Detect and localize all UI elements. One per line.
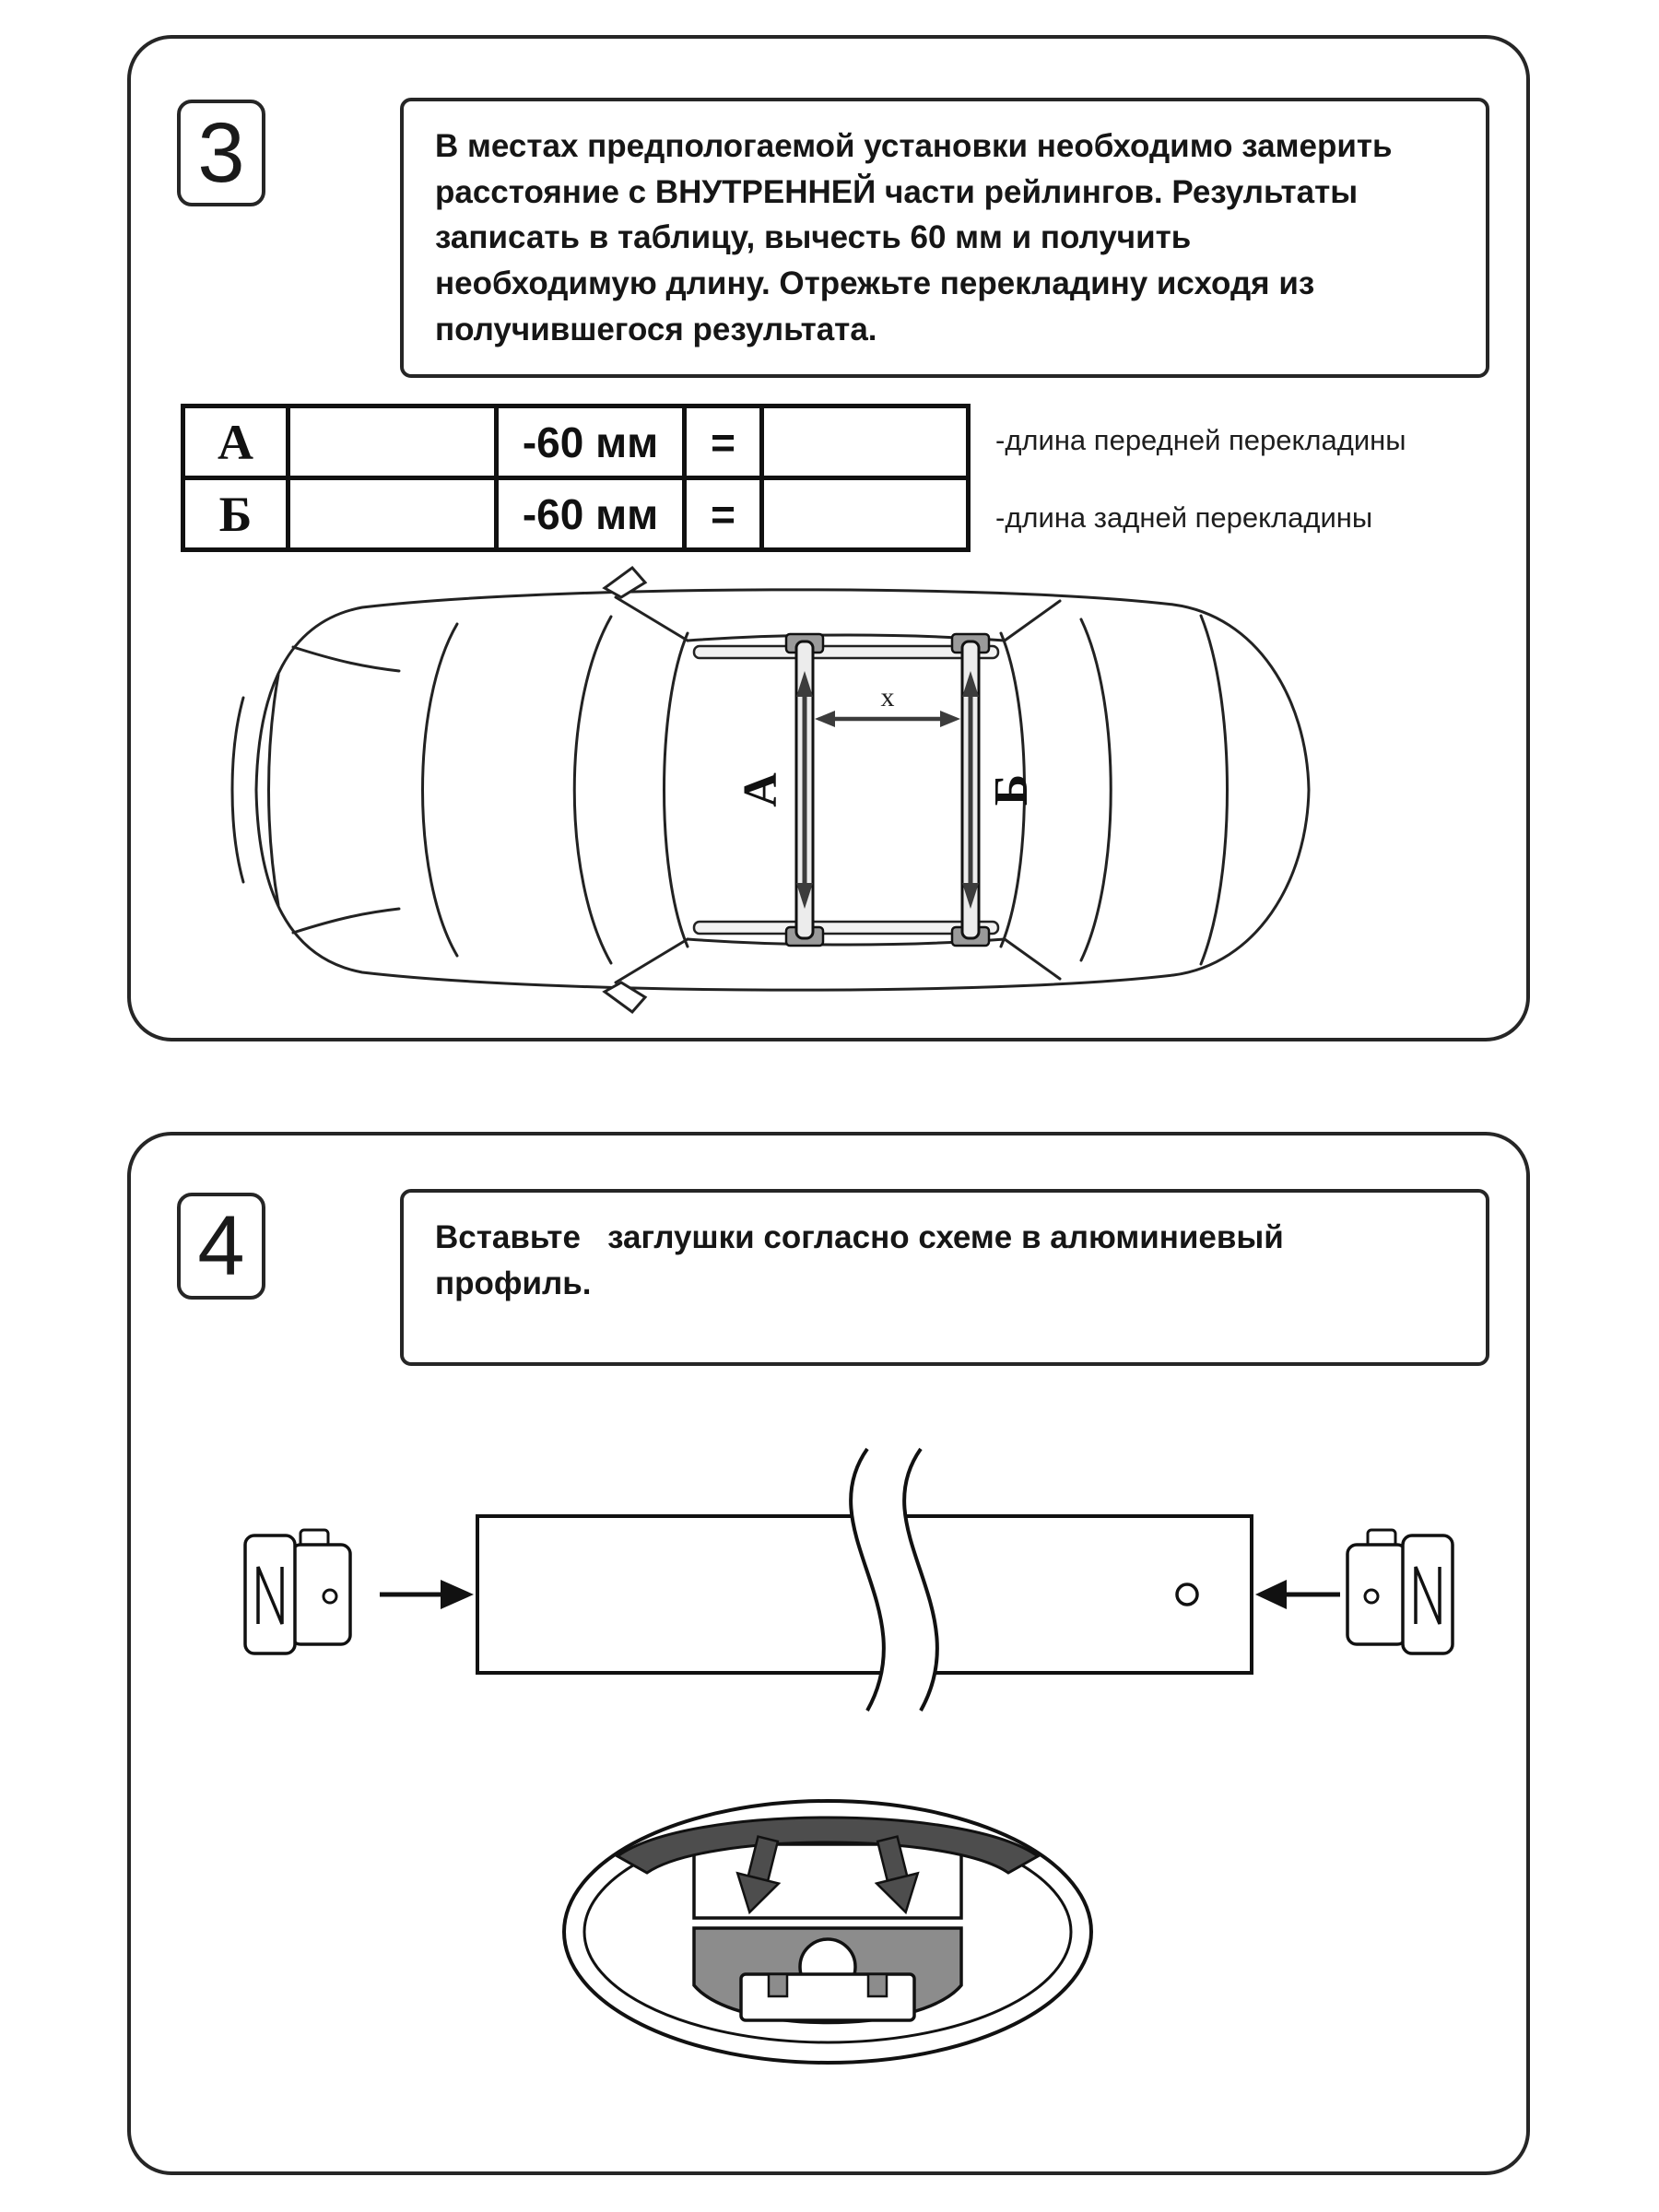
subtract-cell: -60 мм [494, 476, 687, 552]
roof-rails [692, 644, 1000, 935]
step4-number: 4 [177, 1193, 265, 1300]
step3-instruction: В местах предпологаемой установки необхо… [400, 98, 1489, 379]
distance-label: x [881, 682, 895, 712]
measured-value-cell [286, 404, 499, 480]
car-body [230, 588, 1311, 992]
profile-endcap-diagram [243, 1447, 1454, 1712]
front-crossbar [784, 632, 825, 947]
rear-crossbar [950, 632, 991, 947]
front-bar-caption: -длина передней перекладины [995, 424, 1406, 456]
equals-cell: = [682, 404, 764, 480]
bolt-slot [739, 1937, 916, 2022]
step3-panel: 3 В местах предпологаемой установки необ… [127, 35, 1530, 1041]
rear-bar-label: Б [985, 774, 1038, 806]
step4-panel: 4 Вставьте заглушки согласно схеме в алю… [127, 1132, 1530, 2175]
profile-cross-section-diagram [562, 1799, 1093, 2065]
step3-number: 3 [177, 100, 265, 206]
front-bar-label: А [735, 772, 787, 807]
measurement-table: А -60 мм = Б -60 мм = [181, 404, 971, 552]
distance-arrow: x [815, 682, 960, 727]
insert-arrow-down-right [874, 1835, 920, 1915]
result-cell [759, 476, 971, 552]
profile-hole [1175, 1583, 1199, 1606]
end-plug [615, 1816, 1041, 1875]
insert-arrow-left [380, 1580, 474, 1609]
insert-arrow-down-left [735, 1835, 782, 1915]
row-letter: А [181, 404, 290, 480]
step4-instruction: Вставьте заглушки согласно схеме в алюми… [400, 1189, 1489, 1366]
profile-break [849, 1447, 939, 1712]
insert-arrow-right [1255, 1580, 1340, 1609]
measured-value-cell [286, 476, 499, 552]
left-end-cap [243, 1528, 352, 1655]
car-top-view-diagram: x А Б [230, 565, 1311, 1015]
profile-channel [692, 1842, 963, 1920]
table-row-rear: Б -60 мм = [181, 476, 971, 552]
row-letter: Б [181, 476, 290, 552]
table-row-front: А -60 мм = [181, 404, 971, 480]
equals-cell: = [682, 476, 764, 552]
subtract-cell: -60 мм [494, 404, 687, 480]
right-end-cap [1346, 1528, 1454, 1655]
side-mirrors [602, 565, 648, 1015]
result-cell [759, 404, 971, 480]
rear-bar-caption: -длина задней перекладины [995, 501, 1373, 534]
